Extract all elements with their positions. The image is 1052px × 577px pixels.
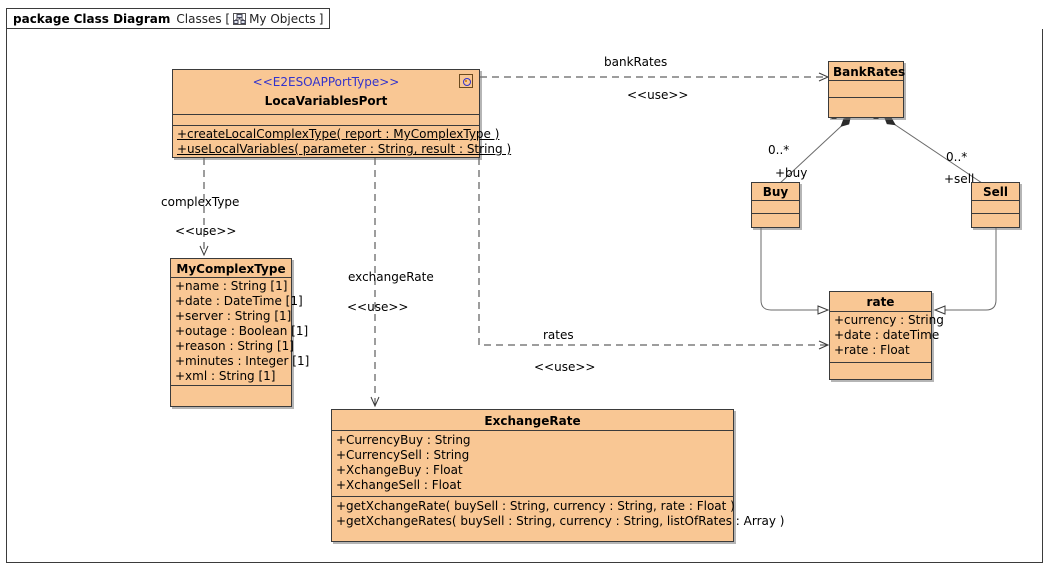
class-attribute: +server : String [1] [175, 309, 292, 323]
class-name-sell: Sell [982, 185, 1008, 199]
class-header-exchangerate: ExchangeRate [332, 410, 733, 431]
class-operation: +createLocalComplexType( report : MyComp… [177, 127, 500, 141]
multiplicity-sell: 0..* [946, 150, 968, 164]
class-attribute: +CurrencySell : String [336, 448, 470, 462]
class-attribute: +xml : String [1] [175, 369, 276, 383]
class-name-mycomplextype: MyComplexType [176, 262, 286, 276]
package-sub-suffix: ] [318, 11, 324, 26]
edge-label-bankrates: bankRates [604, 55, 668, 69]
class-attribute: +rate : Float [834, 343, 910, 357]
class-attribute: +XchangeBuy : Float [336, 463, 463, 477]
class-attributes-sell [972, 201, 1019, 214]
class-attribute: +minutes : Integer [1] [175, 354, 310, 368]
class-attributes-bankrates [829, 81, 903, 98]
class-operation: +getXchangeRates( buySell : String, curr… [336, 514, 785, 528]
class-header-locavariablesport: <<E2ESOAPPortType>> LocaVariablesPort [173, 70, 479, 115]
package-keyword: package [13, 11, 70, 26]
edge-use-rates [478, 158, 830, 350]
class-operations-sell [972, 214, 1019, 228]
class-operations-locavariablesport: +createLocalComplexType( report : MyComp… [173, 126, 512, 158]
class-header-mycomplextype: MyComplexType [171, 259, 291, 278]
package-frame-tab: package Class Diagram Classes [ My Objec… [6, 8, 331, 29]
class-name-rate: rate [866, 295, 895, 309]
class-operation: +useLocalVariables( parameter : String, … [177, 142, 512, 156]
class-box-buy[interactable]: Buy [751, 182, 800, 228]
class-operations-buy [752, 214, 799, 228]
port-type-icon [459, 74, 473, 88]
class-header-rate: rate [830, 292, 931, 312]
class-name-buy: Buy [762, 185, 789, 199]
edge-stereotype-exchangerate: <<use>> [347, 300, 409, 314]
class-attribute: +XchangeSell : Float [336, 478, 462, 492]
class-operation: +getXchangeRate( buySell : String, curre… [336, 499, 735, 513]
class-attributes-buy [752, 201, 799, 214]
multiplicity-buy: 0..* [768, 143, 790, 157]
role-sell: +sell [944, 172, 975, 186]
edge-generalization-buy-rate [760, 228, 830, 315]
role-buy: +buy [775, 166, 808, 180]
class-header-buy: Buy [752, 183, 799, 201]
class-attributes-rate: +currency : String +date : dateTime +rat… [830, 312, 944, 363]
class-name-bankrates: BankRates [833, 65, 906, 79]
class-box-rate[interactable]: rate +currency : String +date : dateTime… [829, 291, 944, 380]
edge-stereotype-complextype: <<use>> [175, 224, 237, 238]
package-frame [6, 29, 1043, 563]
class-attribute: +currency : String [834, 313, 944, 327]
package-name: Class Diagram [73, 11, 171, 26]
class-header-sell: Sell [972, 183, 1019, 201]
class-diagram-icon [233, 12, 247, 25]
class-attribute: +name : String [1] [175, 279, 288, 293]
class-box-bankrates[interactable]: BankRates [828, 61, 906, 118]
package-sub-prefix: Classes [ [176, 11, 231, 26]
class-operations-bankrates [829, 98, 903, 116]
edge-label-complextype: complexType [161, 195, 240, 209]
class-attribute: +CurrencyBuy : String [336, 433, 471, 447]
edge-generalization-sell-rate [933, 228, 997, 315]
class-operations-rate [830, 363, 931, 374]
class-operations-mycomplextype [171, 386, 291, 397]
class-attributes-mycomplextype: +name : String [1] +date : DateTime [1] … [171, 278, 310, 386]
package-sub-name: My Objects [249, 11, 316, 26]
class-box-mycomplextype[interactable]: MyComplexType +name : String [1] +date :… [170, 258, 310, 407]
edge-composition-sell [884, 117, 986, 186]
class-attribute: +date : DateTime [1] [175, 294, 303, 308]
edge-label-rates: rates [543, 328, 574, 342]
class-stereotype-locavariablesport: <<E2ESOAPPortType>> [252, 75, 400, 89]
class-attributes-exchangerate: +CurrencyBuy : String +CurrencySell : St… [332, 431, 733, 497]
class-operations-exchangerate: +getXchangeRate( buySell : String, curre… [332, 497, 785, 530]
edge-stereotype-bankrates: <<use>> [627, 88, 689, 102]
class-header-bankrates: BankRates [829, 62, 906, 81]
class-attribute: +outage : Boolean [1] [175, 324, 309, 338]
class-name-locavariablesport: LocaVariablesPort [264, 94, 388, 108]
class-box-locavariablesport[interactable]: <<E2ESOAPPortType>> LocaVariablesPort +c… [172, 69, 512, 158]
edge-composition-buy [777, 117, 851, 186]
class-box-exchangerate[interactable]: ExchangeRate +CurrencyBuy : String +Curr… [331, 409, 785, 542]
class-box-sell[interactable]: Sell [971, 182, 1020, 228]
class-attribute: +reason : String [1] [175, 339, 294, 353]
class-attributes-locavariablesport [173, 115, 479, 126]
edge-stereotype-rates: <<use>> [534, 360, 596, 374]
class-attribute: +date : dateTime [834, 328, 940, 342]
edge-label-exchangerate: exchangeRate [348, 270, 434, 284]
class-name-exchangerate: ExchangeRate [484, 414, 581, 428]
